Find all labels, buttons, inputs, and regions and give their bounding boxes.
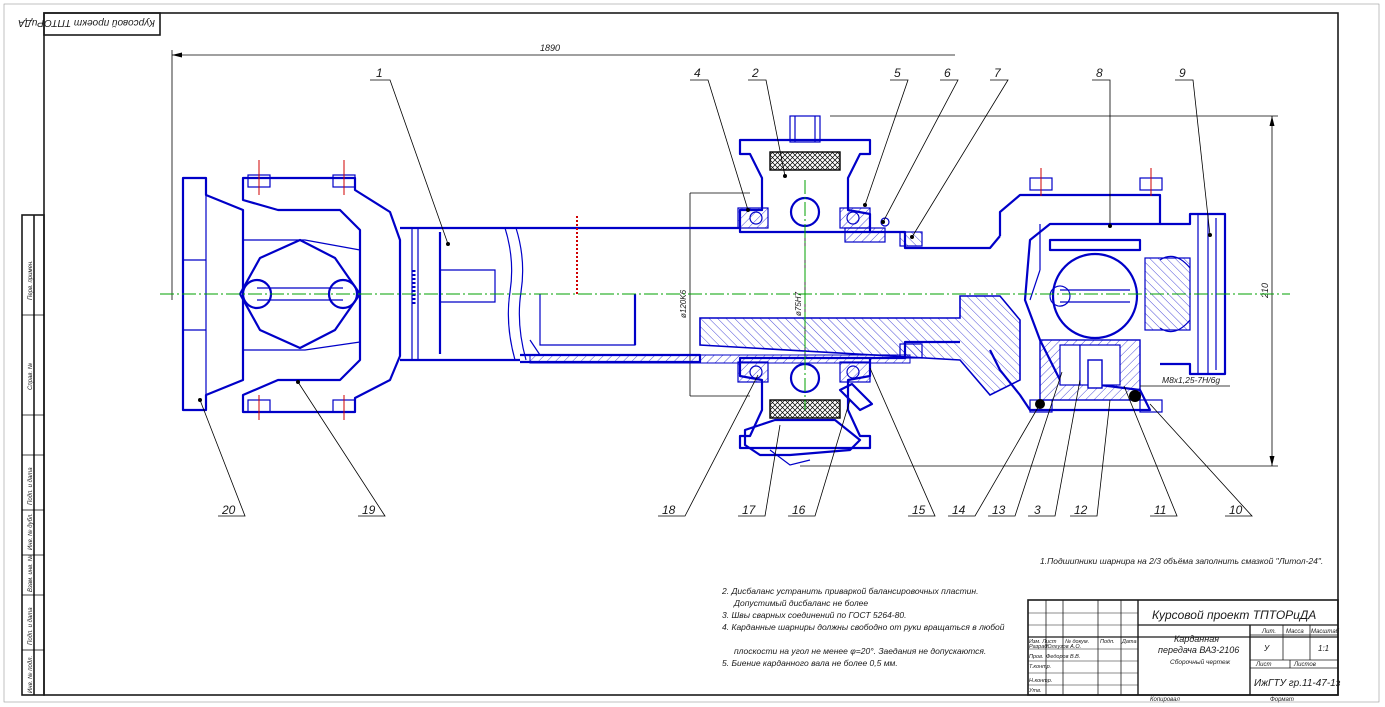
callout-10: 10 bbox=[1229, 503, 1243, 517]
callout-6: 6 bbox=[944, 66, 951, 80]
callout-13: 13 bbox=[992, 503, 1006, 517]
callout-20: 20 bbox=[221, 503, 236, 517]
svg-text:Т.контр.: Т.контр. bbox=[1029, 664, 1051, 670]
note-4b: плоскости на угол не менее φ=20°. Заедан… bbox=[734, 646, 987, 656]
title-col-lit: Лит. bbox=[1261, 629, 1276, 635]
callout-leaders bbox=[199, 79, 1253, 517]
svg-text:Справ. №: Справ. № bbox=[27, 362, 34, 390]
svg-text:Федоров В.В.: Федоров В.В. bbox=[1046, 654, 1080, 660]
callout-19: 19 bbox=[362, 503, 376, 517]
title-scale-value: 1:1 bbox=[1318, 644, 1329, 653]
callout-1: 1 bbox=[376, 66, 383, 80]
title-copied: Копировал bbox=[1150, 697, 1180, 703]
outer-frame bbox=[3, 3, 1380, 703]
svg-text:Подп. и дата: Подп. и дата bbox=[28, 607, 34, 645]
title-lit-value: У bbox=[1263, 644, 1270, 653]
svg-text:Дата: Дата bbox=[1121, 639, 1137, 645]
svg-text:ø75H7: ø75H7 bbox=[794, 291, 803, 316]
svg-text:Разраб.: Разраб. bbox=[1029, 644, 1049, 650]
callout-18: 18 bbox=[662, 503, 676, 517]
note-4a: 4. Карданные шарниры должны свободно от … bbox=[722, 622, 1005, 632]
title-name-1: Карданная bbox=[1174, 634, 1219, 644]
title-col-mass: Масса bbox=[1286, 629, 1304, 635]
callout-3: 3 bbox=[1034, 503, 1041, 517]
callout-4: 4 bbox=[694, 66, 701, 80]
callout-15: 15 bbox=[912, 503, 926, 517]
note-5: 5. Биение карданного вала не более 0,5 м… bbox=[722, 658, 898, 668]
callout-5: 5 bbox=[894, 66, 901, 80]
svg-text:Перв. примен.: Перв. примен. bbox=[28, 260, 34, 300]
callout-17: 17 bbox=[742, 503, 757, 517]
top-stamp-text: Курсовой проект ТПТОРиДА bbox=[18, 17, 155, 28]
title-block-grid bbox=[1027, 599, 1339, 696]
title-name-2: передача ВАЗ-2106 bbox=[1158, 645, 1239, 655]
callout-dots bbox=[198, 174, 1212, 406]
svg-text:ø120K6: ø120K6 bbox=[679, 289, 688, 318]
title-sheets-label: Листов bbox=[1293, 662, 1316, 668]
title-sheet-label: Лист bbox=[1255, 662, 1271, 668]
callout-7: 7 bbox=[994, 66, 1002, 80]
side-strip bbox=[21, 214, 45, 696]
svg-text:1890: 1890 bbox=[540, 43, 560, 53]
title-col-scale: Масштаб bbox=[1311, 629, 1340, 635]
callout-11: 11 bbox=[1154, 503, 1166, 517]
side-strip-labels: Перв. примен. Справ. № Подп. и дата Инв.… bbox=[27, 260, 34, 693]
title-code: ИжГТУ гр.11-47-1з bbox=[1254, 678, 1341, 689]
callout-12: 12 bbox=[1074, 503, 1088, 517]
dim-overall-length: 1890 bbox=[171, 43, 955, 300]
svg-text:Взам. инв. №: Взам. инв. № bbox=[27, 554, 34, 592]
note-3: 3. Швы сварных соединений по ГОСТ 5264-8… bbox=[722, 610, 907, 620]
note-2a: 2. Дисбаланс устранить приваркой баланси… bbox=[722, 586, 979, 596]
svg-text:Инв. № дубл.: Инв. № дубл. bbox=[27, 513, 34, 550]
callout-8: 8 bbox=[1096, 66, 1103, 80]
svg-text:Инв. № подл.: Инв. № подл. bbox=[27, 656, 34, 693]
note-2b: Допустимый дисбаланс не более bbox=[734, 598, 869, 608]
svg-text:Н.контр.: Н.контр. bbox=[1029, 678, 1052, 684]
title-rows: Изм. Лист № докум. Подп. Дата Разраб. Юл… bbox=[1028, 639, 1137, 694]
title-project: Курсовой проект ТПТОРиДА bbox=[1152, 608, 1316, 622]
svg-text:Подп.: Подп. bbox=[1100, 639, 1115, 645]
svg-text:№ докум.: № докум. bbox=[1065, 639, 1089, 645]
svg-text:Подп. и дата: Подп. и дата bbox=[28, 467, 34, 505]
cardan-shaft bbox=[181, 115, 1227, 466]
top-stamp-box bbox=[43, 12, 161, 36]
callout-14: 14 bbox=[952, 503, 966, 517]
note-1: 1.Подшипники шарнира на 2/3 объёма запол… bbox=[1040, 556, 1324, 566]
title-drawing-type: Сборочный чертеж bbox=[1170, 658, 1231, 666]
callout-numbers: 1 2 3 4 5 6 7 8 9 10 11 12 13 14 15 16 1… bbox=[221, 66, 1243, 517]
svg-text:Изм. Лист: Изм. Лист bbox=[1029, 639, 1057, 645]
thread-label: M8x1,25-7H/6g bbox=[1162, 375, 1220, 385]
title-format: Формат bbox=[1270, 697, 1294, 703]
callout-16: 16 bbox=[792, 503, 806, 517]
dim-height: 210 bbox=[800, 115, 1278, 467]
callout-2: 2 bbox=[751, 66, 759, 80]
svg-text:210: 210 bbox=[1260, 283, 1270, 299]
svg-text:Пров.: Пров. bbox=[1029, 654, 1044, 660]
svg-text:Юлгузов А.О.: Юлгузов А.О. bbox=[1046, 644, 1081, 650]
svg-text:Утв.: Утв. bbox=[1028, 688, 1042, 694]
callout-9: 9 bbox=[1179, 66, 1186, 80]
